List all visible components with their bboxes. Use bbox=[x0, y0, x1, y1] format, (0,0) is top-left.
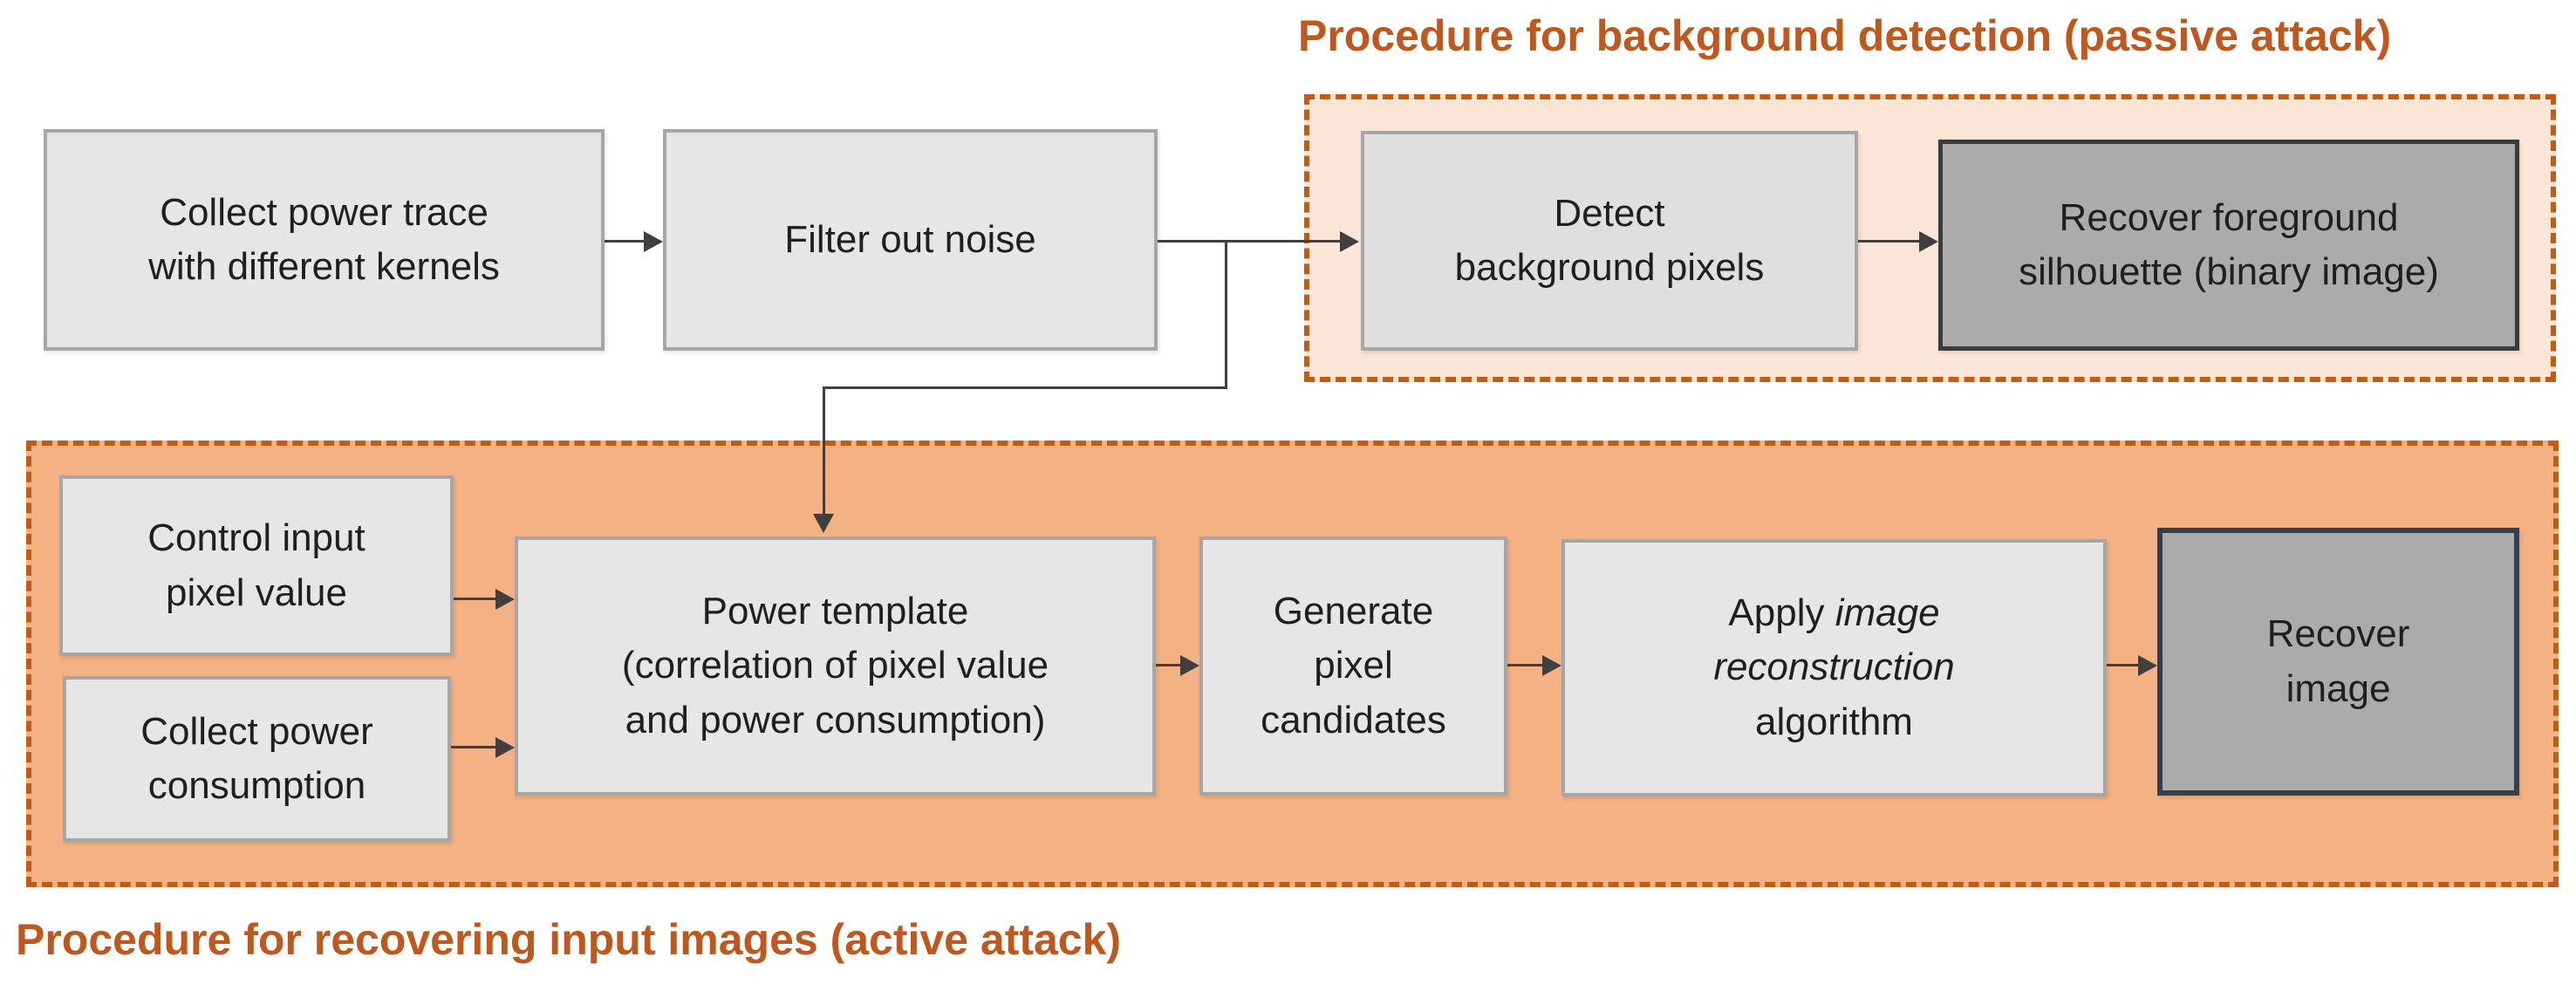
node-collect-power-consumption: Collect power consumption bbox=[63, 676, 451, 842]
node-filter-out-noise: Filter out noise bbox=[663, 129, 1158, 351]
node-power-template-label: Power template (correlation of pixel val… bbox=[621, 589, 1049, 741]
connector-filter-to-detect bbox=[1158, 240, 1342, 243]
arrowhead-power-to-template bbox=[495, 737, 515, 758]
node-control-input-pixel-value-label: Control input pixel value bbox=[147, 516, 366, 614]
connector-branch-vertical-1 bbox=[1225, 240, 1227, 389]
arrowhead-collect-to-filter bbox=[644, 231, 663, 252]
node-filter-out-noise-label: Filter out noise bbox=[784, 217, 1036, 261]
arrowhead-filter-to-detect bbox=[1340, 231, 1359, 252]
arrowhead-apply-to-recover bbox=[2138, 655, 2157, 676]
arrowhead-filter-to-power-template bbox=[813, 514, 834, 533]
node-power-template: Power template (correlation of pixel val… bbox=[515, 536, 1156, 796]
connector-control-to-template bbox=[454, 598, 497, 600]
node-collect-power-trace: Collect power trace with different kerne… bbox=[44, 129, 605, 351]
node-detect-background-pixels: Detect background pixels bbox=[1361, 131, 1858, 351]
node-recover-foreground-silhouette: Recover foreground silhouette (binary im… bbox=[1938, 140, 2519, 351]
connector-branch-horizontal bbox=[823, 386, 1227, 389]
arrowhead-template-to-generate bbox=[1180, 655, 1199, 676]
node-collect-power-consumption-label: Collect power consumption bbox=[140, 709, 373, 807]
node-generate-pixel-candidates-label: Generate pixel candidates bbox=[1261, 589, 1446, 741]
node-recover-image-label: Recover image bbox=[2266, 612, 2410, 710]
node-recover-foreground-silhouette-label: Recover foreground silhouette (binary im… bbox=[2019, 195, 2439, 293]
node-detect-background-pixels-label: Detect background pixels bbox=[1454, 191, 1765, 289]
connector-branch-vertical-2 bbox=[823, 386, 825, 516]
arrowhead-control-to-template bbox=[495, 589, 515, 610]
connector-detect-to-silhouette bbox=[1858, 240, 1921, 243]
connector-generate-to-apply bbox=[1507, 664, 1544, 666]
connector-template-to-generate bbox=[1156, 664, 1182, 666]
connector-power-to-template bbox=[451, 746, 497, 748]
node-control-input-pixel-value: Control input pixel value bbox=[59, 475, 454, 656]
node-generate-pixel-candidates: Generate pixel candidates bbox=[1199, 536, 1507, 796]
passive-attack-title: Procedure for background detection (pass… bbox=[1298, 11, 2392, 60]
node-collect-power-trace-label: Collect power trace with different kerne… bbox=[148, 190, 500, 288]
arrowhead-detect-to-silhouette bbox=[1919, 231, 1938, 252]
node-recover-image: Recover image bbox=[2157, 528, 2519, 796]
active-attack-title: Procedure for recovering input images (a… bbox=[16, 915, 1122, 964]
arrowhead-generate-to-apply bbox=[1542, 655, 1561, 676]
connector-apply-to-recover bbox=[2107, 664, 2140, 666]
connector-collect-to-filter bbox=[605, 240, 646, 243]
